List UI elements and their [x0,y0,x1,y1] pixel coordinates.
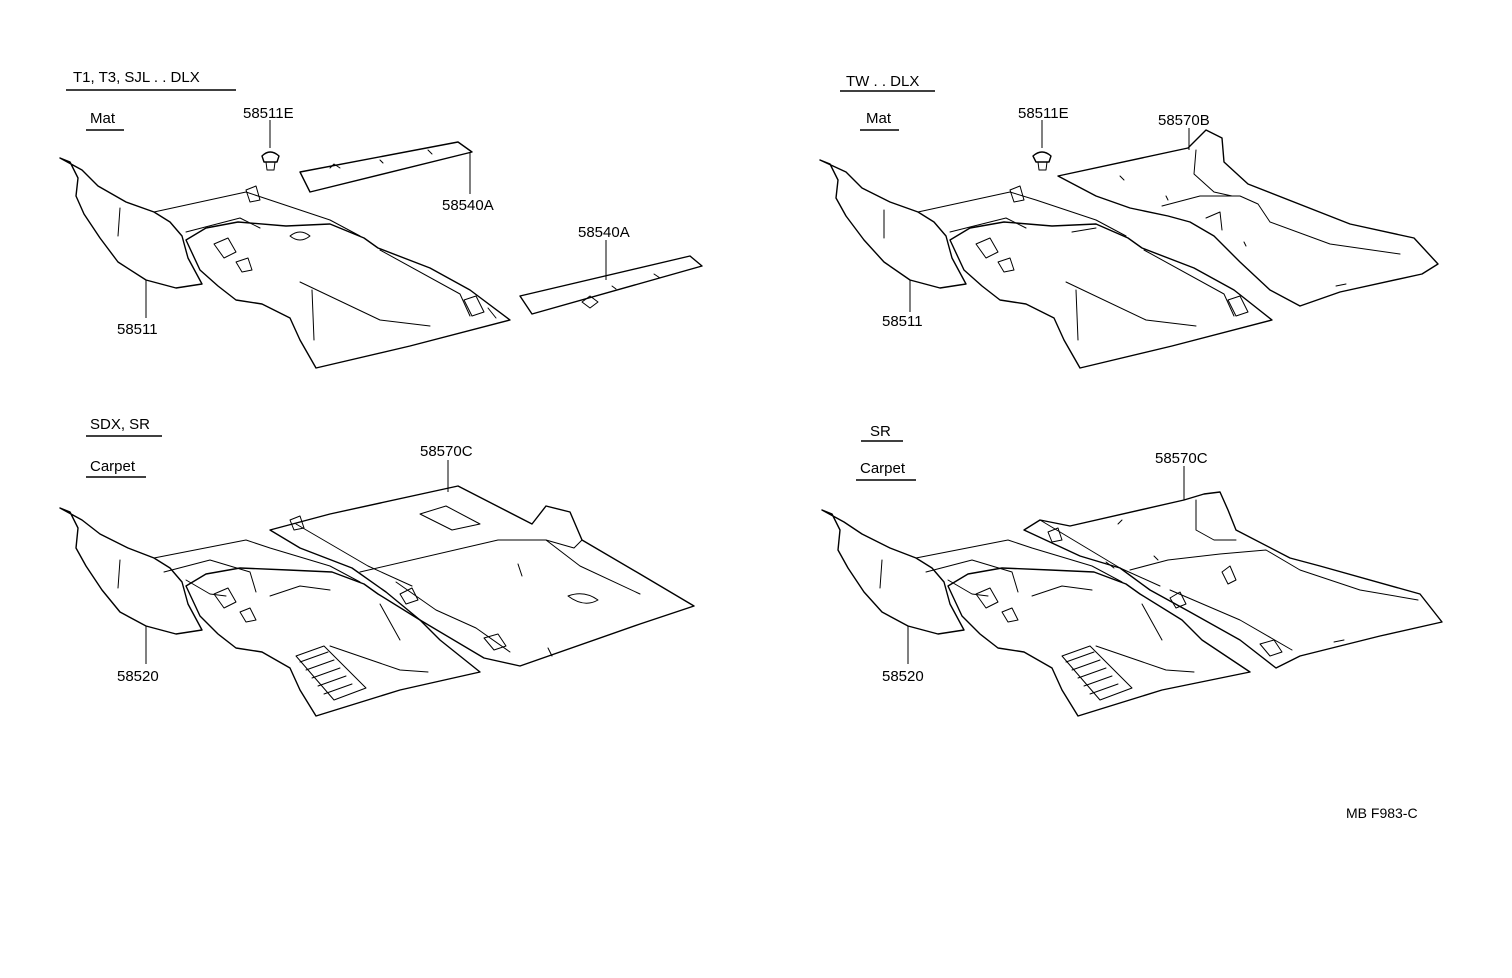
part-number-rear-carpet: 58570C [1155,450,1208,467]
part-number-rear-carpet: 58570C [420,443,473,460]
panel-variant-heading: SDX, SR [90,416,150,433]
front-carpet [821,509,1251,717]
rear-mat-strip-lower [519,240,703,315]
front-mat [819,159,1273,369]
part-number-front-carpet: 58520 [117,668,159,685]
panel-type-label: Carpet [90,458,136,475]
part-number-front-mat: 58511 [117,321,158,338]
panel-bottom-left: SDX, SR Carpet 58570C [59,416,695,717]
panel-bottom-right: SR Carpet 58570C [821,423,1443,717]
part-number-rear-upper: 58540A [442,197,494,214]
part-number-rear-lower: 58540A [578,224,630,241]
clip-part [1032,120,1052,171]
part-number-rear-mat: 58570B [1158,112,1210,129]
front-carpet [59,507,481,717]
part-number-front-carpet: 58520 [882,668,924,685]
panel-type-label: Mat [866,110,892,127]
rear-mat-strip-upper [299,141,473,194]
rear-carpet [1023,466,1443,669]
panel-type-label: Carpet [860,460,906,477]
front-mat [59,157,511,369]
panel-type-label: Mat [90,110,116,127]
part-number-clip: 58511E [243,105,294,122]
rear-mat [1057,128,1439,307]
panel-variant-heading: SR [870,423,891,440]
rear-carpet [269,460,695,667]
figure-code: MB F983-C [1346,805,1418,821]
panel-variant-heading: TW . . DLX [846,73,919,90]
clip-part [261,120,280,171]
panel-variant-heading: T1, T3, SJL . . DLX [73,69,200,86]
panel-top-right: TW . . DLX Mat 58511E 58511 [819,73,1439,369]
part-number-clip: 58511E [1018,105,1069,122]
part-number-front-mat: 58511 [882,313,923,330]
panel-top-left: T1, T3, SJL . . DLX Mat 58511E 58540A [59,69,703,369]
